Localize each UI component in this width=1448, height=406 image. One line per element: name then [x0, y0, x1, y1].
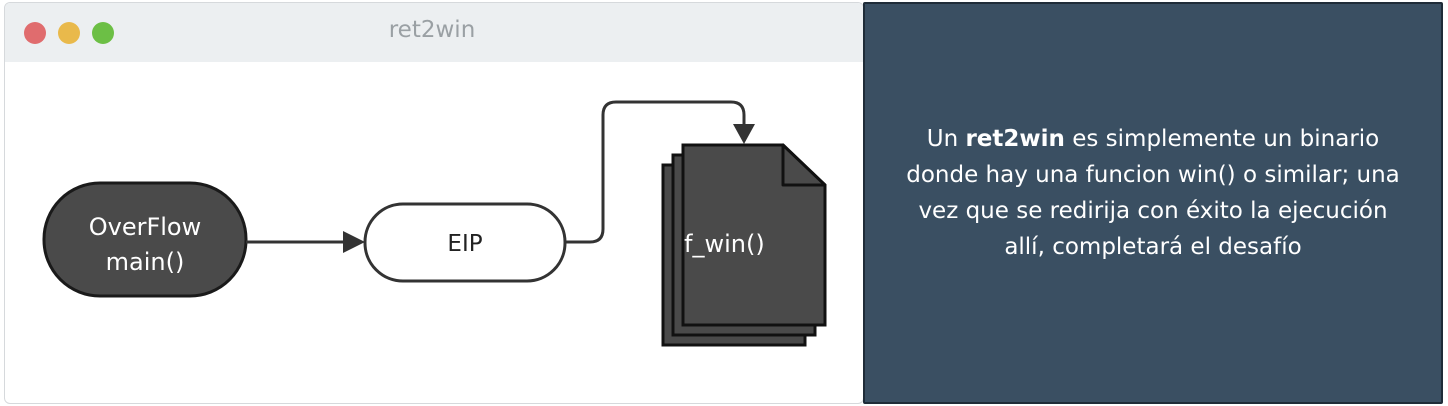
window-title-text: ret2win — [388, 17, 476, 43]
edge-eip-to-win — [565, 100, 755, 244]
win-function-label: f_win() — [684, 230, 765, 258]
maximize-window-button[interactable] — [92, 22, 114, 44]
start-node: OverFlow main() — [42, 181, 248, 298]
window-titlebar: ret2win — [5, 3, 863, 62]
start-node-line2: main() — [106, 248, 185, 276]
start-node-line1: OverFlow — [89, 213, 202, 241]
eip-node: EIP — [363, 202, 567, 283]
win-function-node: f_win() — [661, 143, 827, 347]
flow-diagram: OverFlow main() EIP — [42, 100, 827, 347]
info-text-after: es simplemente un binario donde hay una … — [906, 126, 1400, 260]
edge-start-to-eip — [246, 231, 365, 253]
window-title: ret2win — [5, 17, 863, 43]
minimize-window-button[interactable] — [58, 22, 80, 44]
info-panel: Un ret2win es simplemente un binario don… — [863, 2, 1443, 404]
eip-node-label: EIP — [447, 231, 482, 257]
info-text-before: Un — [926, 126, 966, 152]
diagram-window: ret2win OverFlow main() EIP — [4, 2, 864, 404]
info-keyword: ret2win — [965, 126, 1065, 152]
close-window-button[interactable] — [24, 22, 46, 44]
info-description: Un ret2win es simplemente un binario don… — [903, 121, 1403, 265]
